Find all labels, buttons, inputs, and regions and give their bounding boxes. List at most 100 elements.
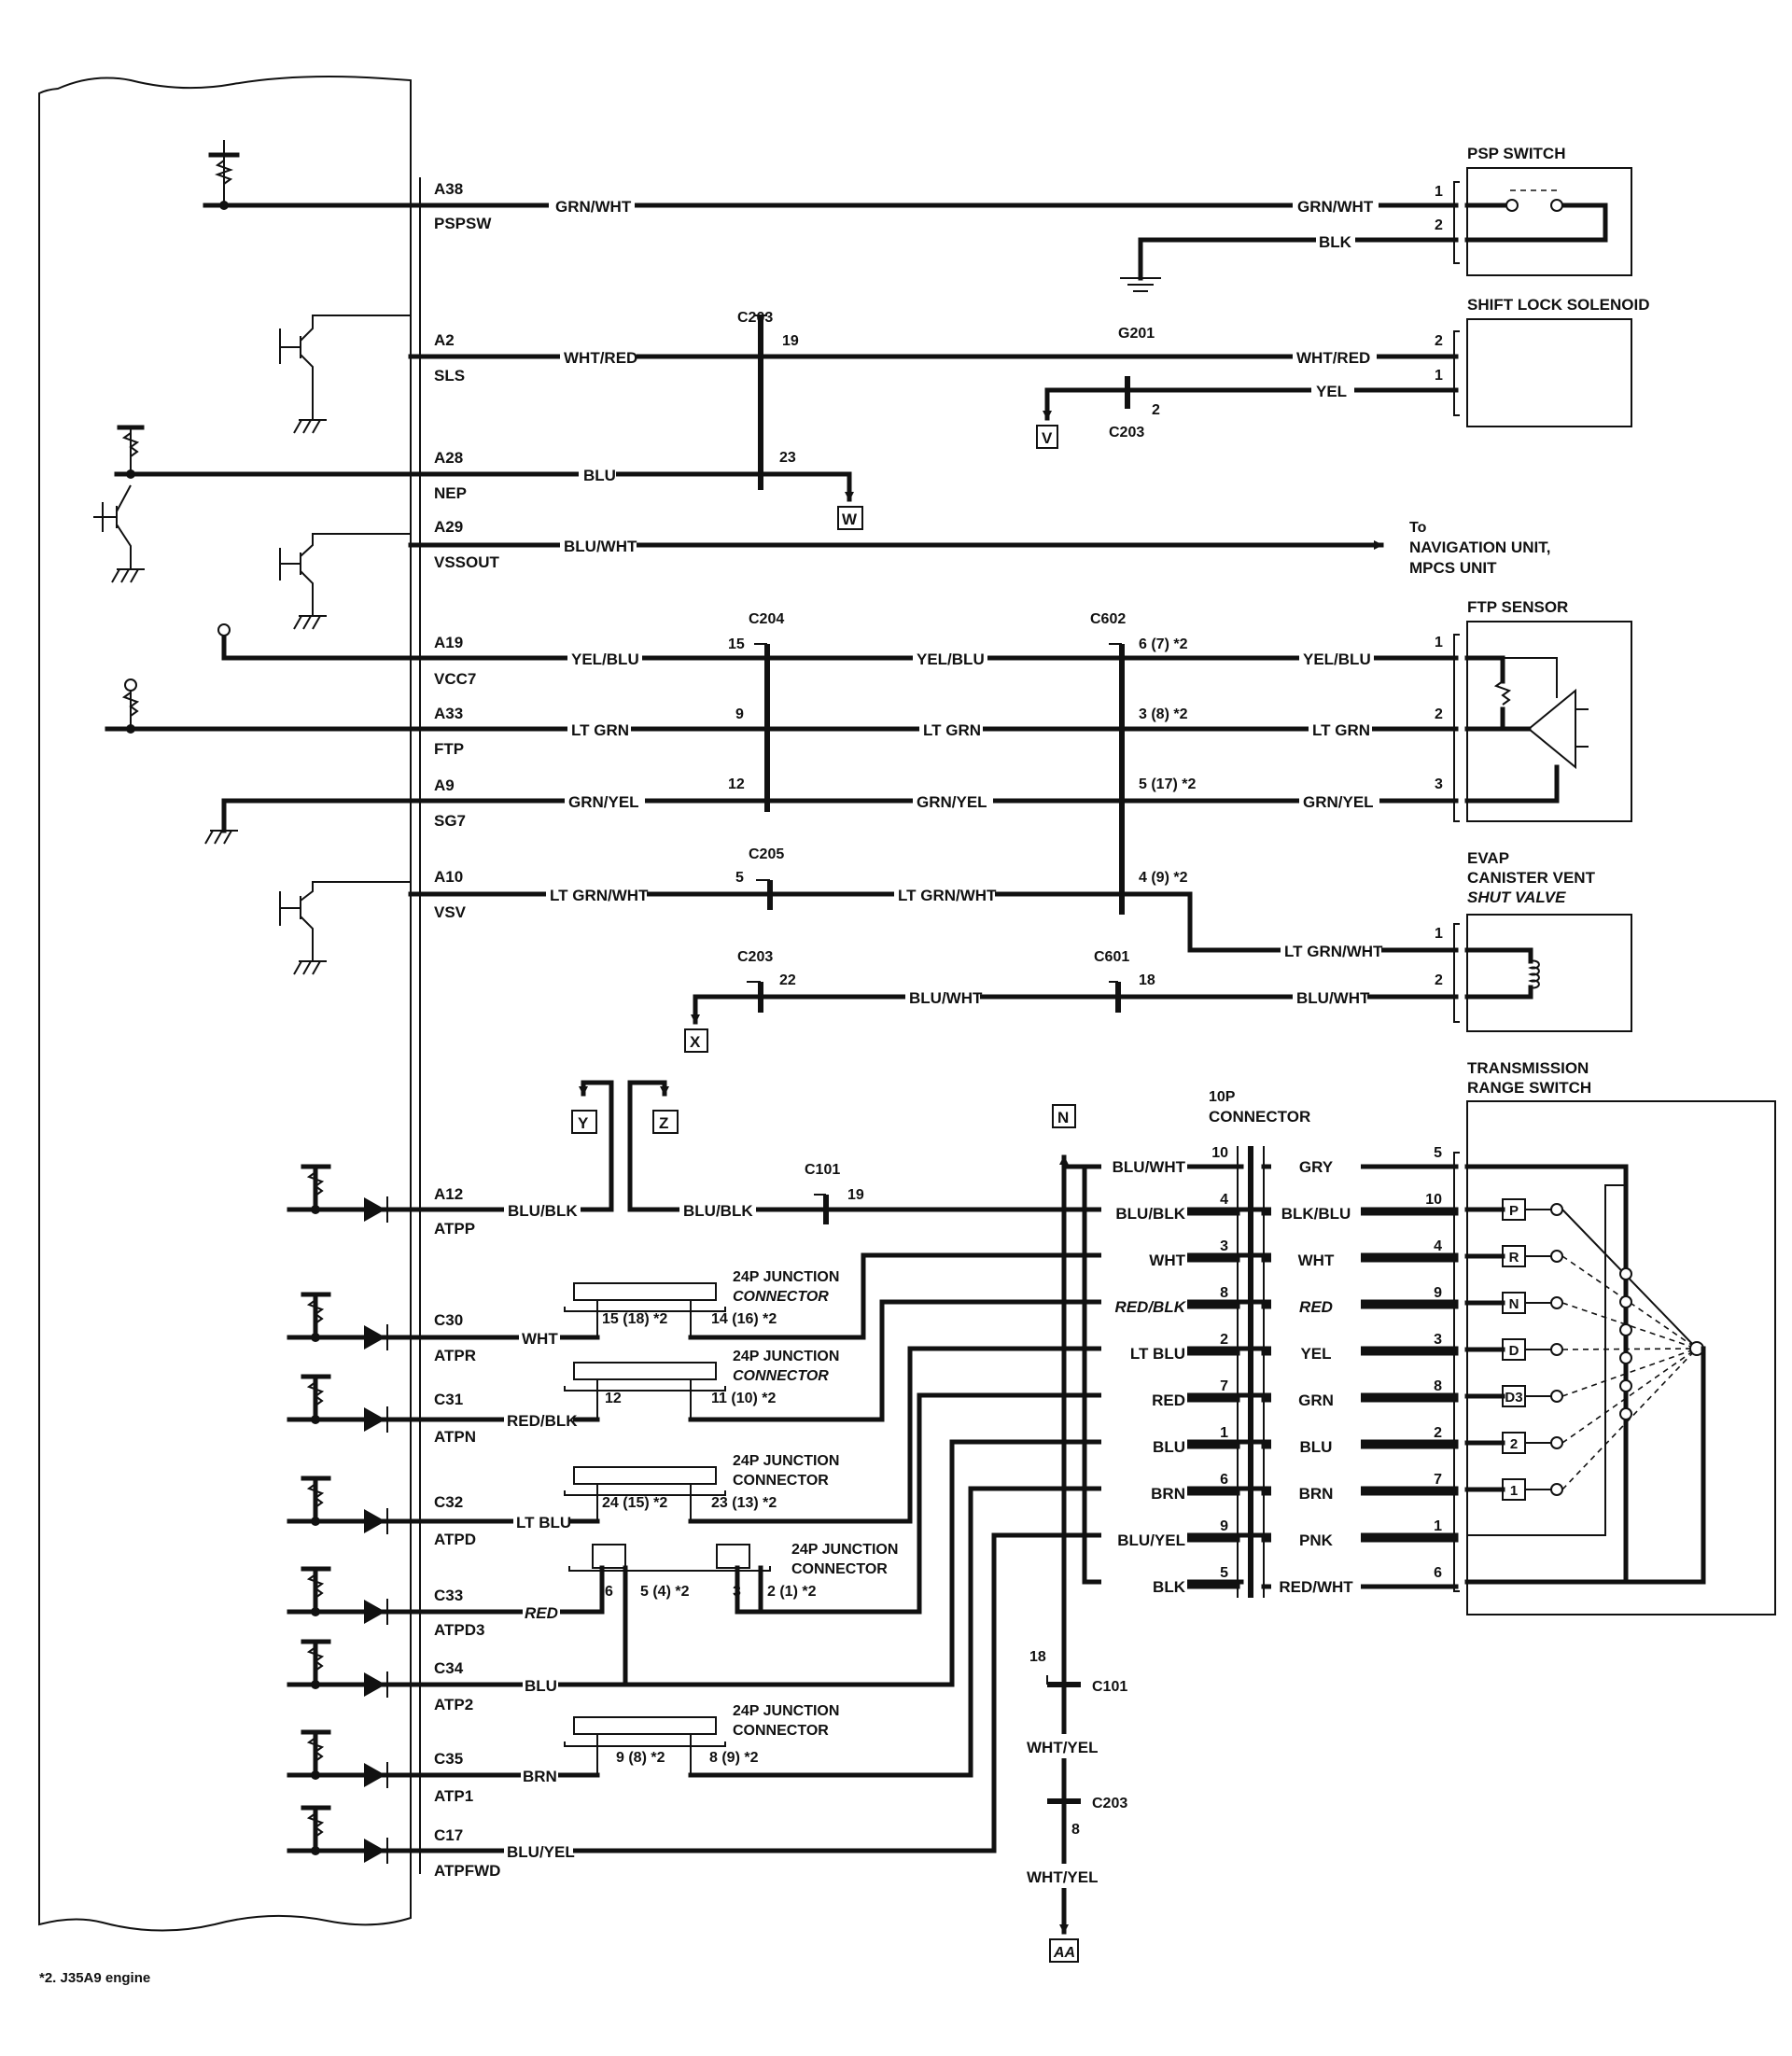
c101-p19: 19	[847, 1187, 864, 1203]
range-label: P	[1509, 1203, 1519, 1219]
tenp-right-pin: 3	[1434, 1332, 1442, 1348]
psp-wire2: BLK	[1319, 233, 1352, 251]
psp-wire1: GRN/WHT	[1297, 198, 1374, 216]
pin-a28-name: NEP	[434, 484, 467, 502]
wire-c32: LT BLU	[516, 1514, 571, 1532]
tenp-right-wire: WHT	[1298, 1252, 1335, 1269]
jc4-a: 6	[605, 1584, 613, 1600]
tenp-right-pin: 7	[1434, 1472, 1442, 1488]
psp-title: PSP SWITCH	[1467, 145, 1565, 162]
tenp-left-pin: 7	[1220, 1378, 1228, 1394]
ftp-s3: 3	[1435, 776, 1443, 792]
junction-connectors: N 18 C101 WHT/YEL C203 8 WHT/YEL AA 24P …	[408, 1104, 1459, 1963]
tenp-left-wire: BLU/WHT	[1113, 1158, 1186, 1176]
ftp-sensor-circuit: C204 C602 YEL/BLU YEL/BLU YEL/BLU LT GRN…	[408, 598, 1632, 915]
tenp-left-pin: 10	[1211, 1145, 1228, 1161]
trs-title1: TRANSMISSION	[1467, 1059, 1589, 1077]
range-label: D	[1509, 1343, 1519, 1359]
range-label: D3	[1505, 1390, 1522, 1406]
diode-input-1	[287, 1292, 413, 1350]
pin-a38: A38	[434, 180, 463, 198]
psp-switch-circuit: GRN/WHT GRN/WHT 1 BLK 2 PSP SWITCH	[408, 145, 1632, 292]
jc3-label1: 24P JUNCTION	[733, 1453, 839, 1469]
diode-input-7	[287, 1805, 413, 1864]
ten-pin-connector: BLU/WHT10GRY5BLU/BLK4BLK/BLU10WHT3WHT4RE…	[1101, 1145, 1459, 1599]
jc3-b: 23 (13) *2	[711, 1495, 777, 1511]
pin-a29: A29	[434, 518, 463, 536]
wire-a9: GRN/YEL	[568, 793, 639, 811]
jc2-b: 11 (10) *2	[711, 1391, 776, 1406]
ftp-w1-right: YEL/BLU	[1303, 650, 1371, 668]
pin-c32-name: ATPD	[434, 1531, 476, 1548]
pin-c31-name: ATPN	[434, 1428, 476, 1446]
tenp-right-wire: GRN	[1298, 1392, 1334, 1409]
tenp-right-wire: RED	[1299, 1298, 1333, 1316]
jc5-a: 9 (8) *2	[616, 1750, 665, 1766]
c205-p5: 5	[735, 870, 744, 886]
wire-a33: LT GRN	[571, 721, 629, 739]
wire-c30: WHT	[522, 1330, 558, 1348]
pin-c31: C31	[434, 1391, 463, 1408]
jc1-label1: 24P JUNCTION	[733, 1269, 839, 1285]
evap-title3: SHUT VALVE	[1467, 888, 1566, 906]
pin-a29-name: VSSOUT	[434, 553, 500, 571]
ftp-w3-mid: GRN/YEL	[917, 793, 987, 811]
tenp-left-pin: 1	[1220, 1425, 1228, 1441]
sls-pin2: 2	[1435, 333, 1443, 349]
c205-label: C205	[749, 846, 784, 862]
pin-c34-name: ATP2	[434, 1696, 473, 1713]
jc4-b: 5 (4) *2	[640, 1584, 690, 1600]
jc5-label1: 24P JUNCTION	[733, 1703, 839, 1719]
nav-to: To	[1409, 520, 1427, 536]
wire-a2: WHT/RED	[564, 349, 637, 367]
pin-c33: C33	[434, 1587, 463, 1604]
tenp-right-wire: PNK	[1299, 1532, 1334, 1549]
diode-input-2	[287, 1374, 413, 1433]
pin-a9-name: SG7	[434, 812, 466, 830]
tenp-left-pin: 5	[1220, 1565, 1228, 1581]
ref-y: Y	[578, 1114, 589, 1132]
tenp-left-wire: RED	[1152, 1392, 1185, 1409]
nav-line1: NAVIGATION UNIT,	[1409, 538, 1550, 556]
diode-input-6	[287, 1729, 413, 1788]
pin-c17: C17	[434, 1826, 463, 1844]
range-label: N	[1509, 1296, 1519, 1312]
jc3-label2: CONNECTOR	[733, 1473, 829, 1489]
range-position-R: R	[1464, 1245, 1698, 1350]
c203-pin23: 23	[779, 450, 796, 466]
ftp-w1-mid: YEL/BLU	[917, 650, 985, 668]
c602-b: 3 (8) *2	[1139, 706, 1188, 722]
evap-wire2-mid: BLU/WHT	[909, 989, 983, 1007]
c203b-pin2: 2	[1152, 402, 1160, 418]
shift-lock-circuit: WHT/RED C203 19 G201 WHT/RED 2 YEL 1 V C…	[408, 296, 1650, 490]
wire-c33: RED	[525, 1604, 558, 1622]
tenp-right-pin: 6	[1434, 1565, 1442, 1581]
evap-wire2-right: BLU/WHT	[1296, 989, 1370, 1007]
pin-c17-name: ATPFWD	[434, 1862, 500, 1880]
pin-c30: C30	[434, 1311, 463, 1329]
wire-a28: BLU	[583, 467, 616, 484]
jc4-c: 3	[733, 1584, 741, 1600]
evap-s2: 2	[1435, 972, 1443, 988]
range-label: 1	[1510, 1483, 1518, 1499]
wire-a19: YEL/BLU	[571, 650, 639, 668]
tenp-right-pin: 8	[1434, 1378, 1442, 1394]
pin-a10-name: VSV	[434, 903, 467, 921]
tenp-left-wire: BLU/BLK	[1115, 1205, 1185, 1223]
c101b-label: C101	[1092, 1679, 1127, 1695]
pin-a33: A33	[434, 705, 463, 722]
tenp-left-pin: 9	[1220, 1518, 1228, 1534]
jc4-label2: CONNECTOR	[791, 1561, 888, 1577]
tenp-left-wire: BLU/YEL	[1117, 1532, 1185, 1549]
ecm-diode-inputs	[287, 1164, 413, 1864]
range-label: R	[1509, 1250, 1519, 1266]
diode-input-3	[287, 1476, 413, 1534]
ecm-pin-labels: A38 PSPSW A2 SLS A28 NEP A29 VSSOUT A19 …	[434, 180, 500, 1880]
